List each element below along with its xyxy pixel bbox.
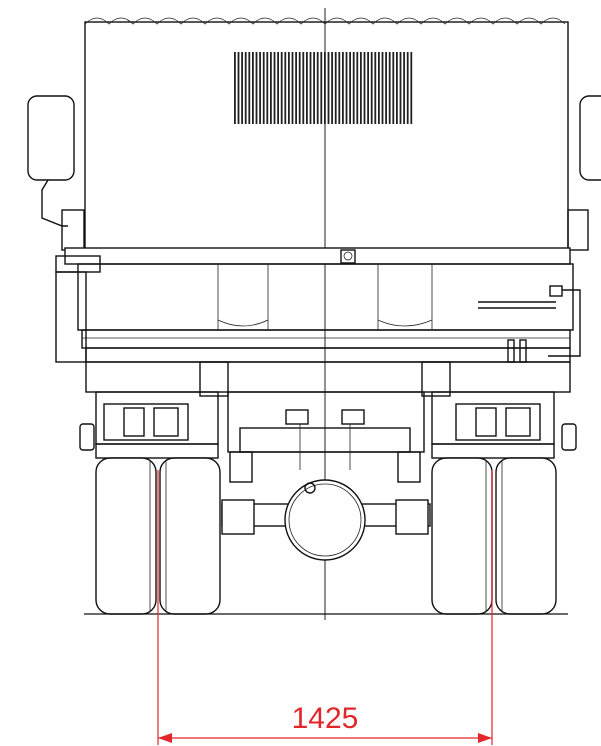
left-tow-hook — [285, 409, 309, 425]
right-mirror — [567, 95, 601, 251]
rear-vent-grille — [234, 52, 413, 124]
rear-axle — [221, 479, 431, 561]
right-tail-light — [455, 403, 577, 451]
left-mirror — [27, 95, 85, 251]
track-width-label: 1425 — [292, 702, 359, 735]
cab-body — [84, 17, 569, 251]
left-dual-wheels — [95, 457, 221, 615]
left-tail-light — [79, 403, 189, 451]
right-dual-wheels — [431, 457, 557, 615]
right-tow-hook — [341, 409, 365, 425]
chassis-frame — [85, 361, 571, 483]
track-width-dimension: 1425 — [157, 470, 493, 745]
tailgate — [55, 247, 581, 363]
tailgate-latch — [340, 249, 356, 264]
